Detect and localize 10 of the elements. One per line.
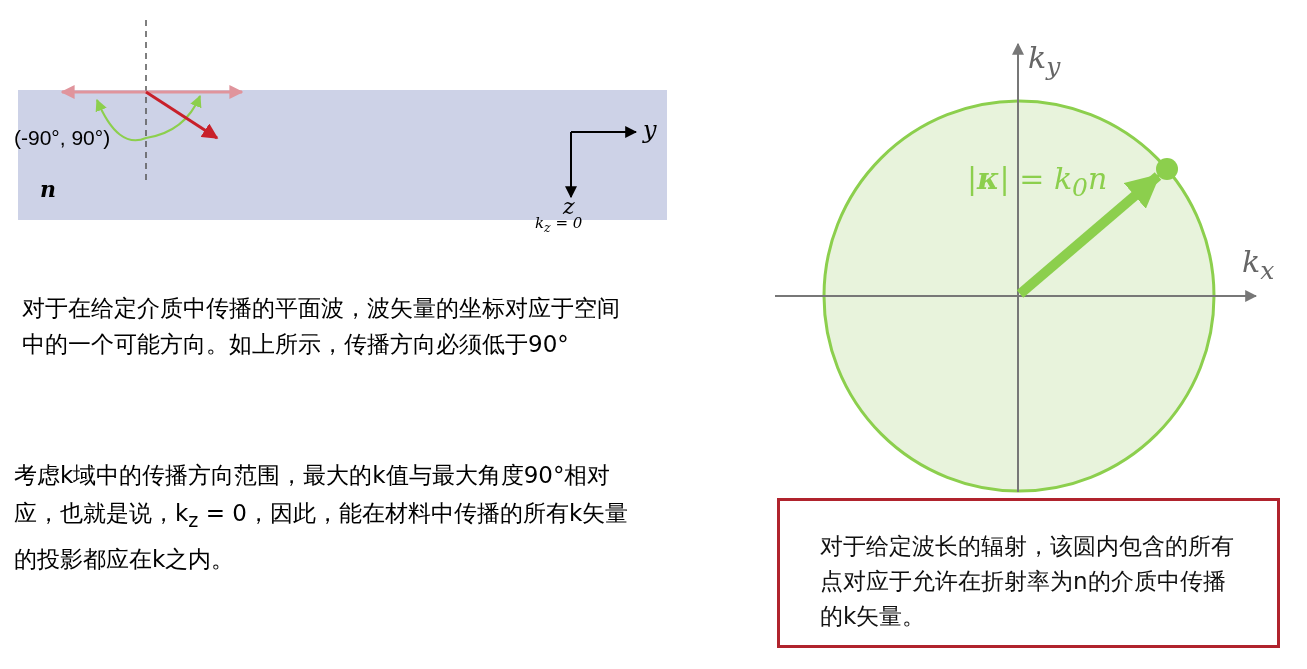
description-text: 考虑k域中的传播方向范围，最大的k值与最大角度90°相对应，也就是说，k$_{z}$ = 0，因此，能在材料中传播的所有k矢量的投影都应在k之内。	[14, 461, 630, 574]
medium-label: n	[40, 176, 56, 202]
description-text: 对于在给定介质中传播的平面波，波矢量的坐标对应于空间中的一个可能方向。如上所示，传播方向必须低于90°	[22, 294, 621, 359]
magnitude-formula: |κ| = k$_{0}$n	[967, 161, 1108, 202]
axis-label: y	[643, 116, 657, 144]
axis-label: k$_{x}$	[1242, 244, 1275, 285]
axis-label: k$_{y}$	[1028, 40, 1061, 81]
angle-range-label: (-90°, 90°)	[14, 126, 111, 150]
note-box	[777, 498, 1280, 648]
note-text: 对于给定波长的辐射，该圆内包含的所有点对应于允许在折射率为n的介质中传播的k矢量。	[820, 532, 1235, 631]
